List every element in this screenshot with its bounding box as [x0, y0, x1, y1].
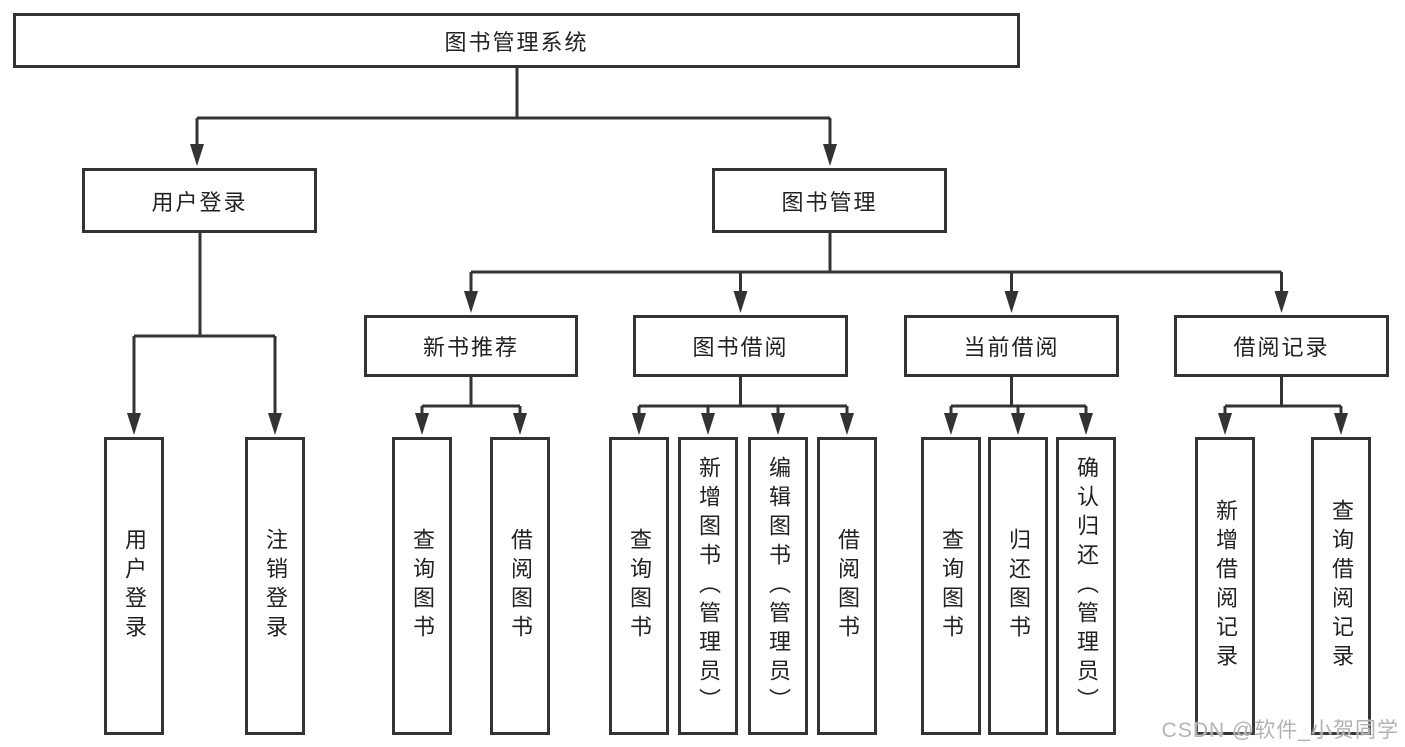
csdn-watermark: CSDN @软件_小贺同学: [1161, 719, 1399, 742]
leaf-return-books: 归还图书: [988, 437, 1048, 735]
leaf-label: 借阅图书: [508, 528, 533, 644]
leaf-label: 查询图书: [410, 528, 435, 644]
leaf-label: 用户登录: [122, 528, 147, 644]
node-book-management: 图书管理: [712, 168, 947, 233]
leaf-label: 新增借阅记录: [1213, 499, 1238, 673]
leaf-label: 注销登录: [263, 528, 288, 644]
arrowheads: [127, 144, 1348, 435]
leaf-label: 借阅图书: [835, 528, 860, 644]
leaf-label: 新增图书（管理员）: [696, 455, 721, 717]
connector-user-login: [132, 233, 277, 418]
connector-current-borrow: [949, 377, 1088, 418]
connector-root: [195, 68, 832, 150]
connector-book-management: [469, 233, 1283, 296]
node-book-borrow: 图书借阅: [633, 315, 848, 377]
leaf-label: 查询借阅记录: [1329, 499, 1354, 673]
leaf-query-books-recommend: 查询图书: [392, 437, 452, 735]
node-user-login: 用户登录: [82, 168, 317, 233]
node-borrow-record: 借阅记录: [1174, 315, 1389, 377]
leaf-edit-books-admin: 编辑图书（管理员）: [748, 437, 808, 735]
connector-book-borrow: [637, 377, 849, 418]
leaf-label: 确认归还（管理员）: [1074, 455, 1099, 717]
leaf-label: 编辑图书（管理员）: [766, 455, 791, 717]
leaf-label: 查询图书: [939, 528, 964, 644]
leaf-query-borrow-record: 查询借阅记录: [1311, 437, 1371, 735]
leaf-borrow-books: 借阅图书: [817, 437, 877, 735]
node-current-borrow: 当前借阅: [904, 315, 1119, 377]
connector-new-book: [420, 377, 522, 418]
node-new-book-recommend: 新书推荐: [364, 315, 578, 377]
leaf-label: 归还图书: [1006, 528, 1031, 644]
leaf-query-books-borrow: 查询图书: [609, 437, 669, 735]
leaf-borrow-books-recommend: 借阅图书: [490, 437, 550, 735]
leaf-query-books-current: 查询图书: [921, 437, 981, 735]
leaf-confirm-return-admin: 确认归还（管理员）: [1056, 437, 1116, 735]
connector-borrow-record: [1223, 377, 1343, 418]
leaf-label: 查询图书: [627, 528, 652, 644]
leaf-add-books-admin: 新增图书（管理员）: [678, 437, 738, 735]
leaf-user-login: 用户登录: [104, 437, 164, 735]
node-root-system: 图书管理系统: [13, 13, 1020, 68]
leaf-logout: 注销登录: [245, 437, 305, 735]
leaf-add-borrow-record: 新增借阅记录: [1195, 437, 1255, 735]
